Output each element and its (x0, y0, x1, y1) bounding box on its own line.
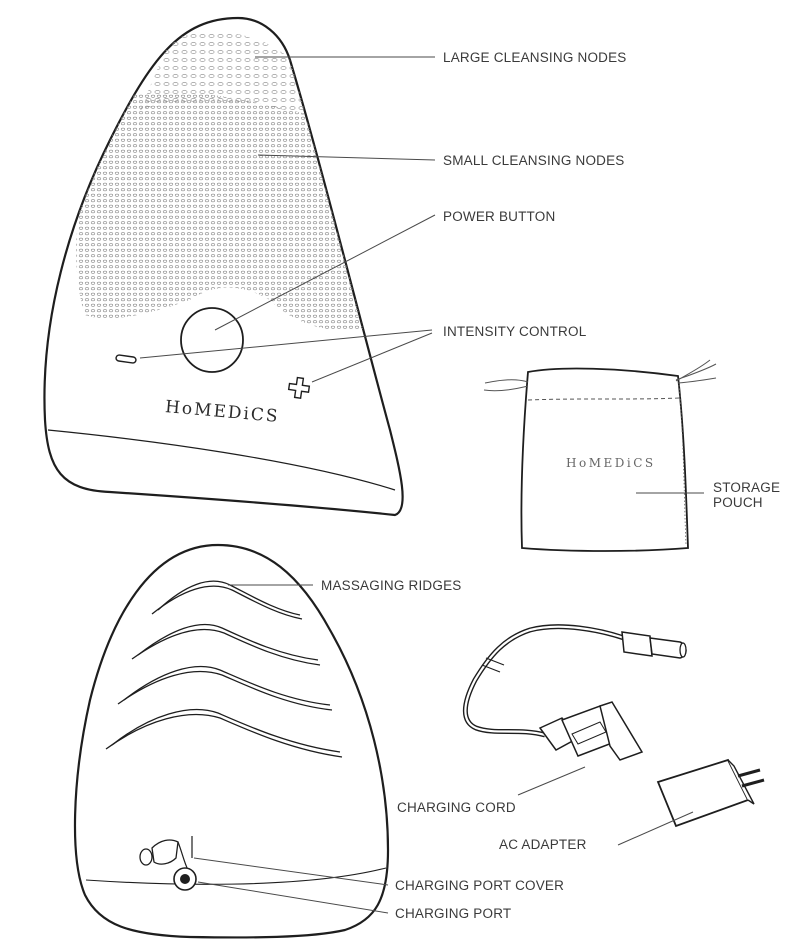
pouch-seam (678, 384, 687, 546)
ac-adapter-prongs (737, 768, 765, 788)
label-charging-cord: CHARGING CORD (397, 800, 516, 815)
pouch-body (520, 367, 689, 552)
front-device (43, 16, 404, 517)
label-storage-pouch-line1: STORAGE (713, 480, 781, 495)
leader-charging-cord (517, 766, 586, 796)
leader-power-button (214, 214, 436, 331)
leader-intensity-plus (311, 332, 433, 383)
front-device-bottom-band (47, 429, 396, 491)
ac-adapter (656, 758, 765, 828)
pouch-stitch-line (527, 397, 681, 401)
label-charging-port: CHARGING PORT (395, 906, 512, 921)
pouch-drawstring (483, 359, 717, 392)
label-intensity-control: INTENSITY CONTROL (443, 324, 587, 339)
leader-lines (139, 56, 704, 914)
power-button[interactable] (180, 307, 244, 373)
label-ac-adapter: AC ADAPTER (499, 837, 587, 852)
back-device (73, 543, 390, 939)
massaging-ridges (105, 580, 343, 758)
back-device-body (73, 543, 390, 939)
label-storage-pouch-line2: POUCH (713, 495, 763, 510)
leader-charging-port (197, 881, 389, 914)
leader-small-nodes (257, 154, 436, 161)
dc-barrel-plug (621, 631, 687, 659)
leader-intensity-minus (139, 329, 433, 359)
back-device-bottom-band (85, 867, 387, 885)
small-cleansing-nodes (76, 92, 381, 331)
storage-pouch (483, 359, 717, 552)
label-massaging-ridges: MASSAGING RIDGES (321, 578, 462, 593)
label-charging-port-cover: CHARGING PORT COVER (395, 878, 565, 893)
leader-charging-port-cover (193, 857, 389, 886)
usb-plug (538, 701, 644, 761)
charging-port-pin (180, 874, 190, 884)
label-large-cleansing-nodes: LARGE CLEANSING NODES (443, 50, 627, 65)
leader-ac-adapter (617, 811, 694, 846)
intensity-plus-button[interactable] (287, 376, 311, 400)
intensity-minus-button[interactable] (115, 354, 137, 364)
pouch-brand-logo: HoMEDiCS (566, 456, 656, 470)
charging-cord (462, 624, 687, 761)
label-power-button: POWER BUTTON (443, 209, 556, 224)
label-small-cleansing-nodes: SMALL CLEANSING NODES (443, 153, 625, 168)
